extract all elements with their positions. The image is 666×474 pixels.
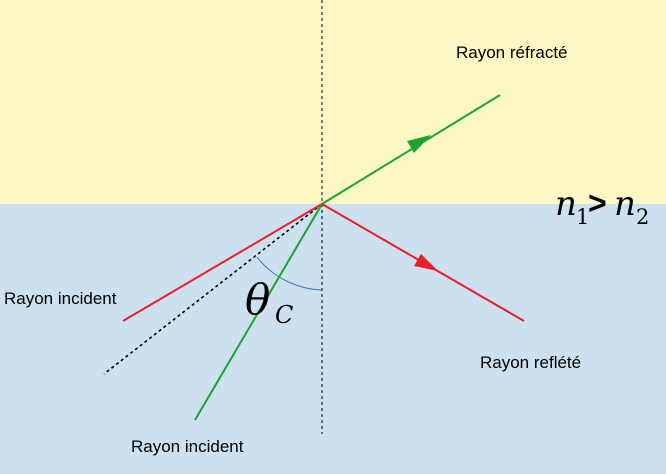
reflected-ray-arrowhead: [414, 254, 438, 271]
n2-symbol: n: [614, 184, 636, 224]
incident-ray-red-label: Rayon incident: [4, 289, 117, 308]
incident-ray-red: [122, 203, 323, 322]
critical-angle-label: θ C: [245, 275, 293, 329]
refracted-ray: [321, 94, 501, 205]
n1-symbol: n: [555, 184, 577, 224]
n1-subscript: 1: [576, 205, 589, 229]
refracted-ray-label: Rayon réfracté: [456, 43, 568, 62]
index-condition: n 1 > n 2: [555, 184, 649, 229]
greater-than-sign: >: [588, 185, 607, 221]
reflected-ray-label: Rayon reflété: [480, 353, 581, 372]
lower-medium: [0, 204, 666, 474]
upper-medium: [0, 0, 666, 204]
incident-ray-green-label: Rayon incident: [131, 437, 244, 456]
n2-subscript: 2: [636, 205, 649, 229]
theta-symbol: θ: [245, 275, 270, 324]
theta-subscript: C: [275, 301, 293, 329]
refracted-ray-arrowhead: [407, 135, 431, 153]
incident-extension-line: [103, 203, 323, 375]
incident-ray-green: [194, 203, 323, 421]
critical-angle-arc: [256, 256, 323, 291]
